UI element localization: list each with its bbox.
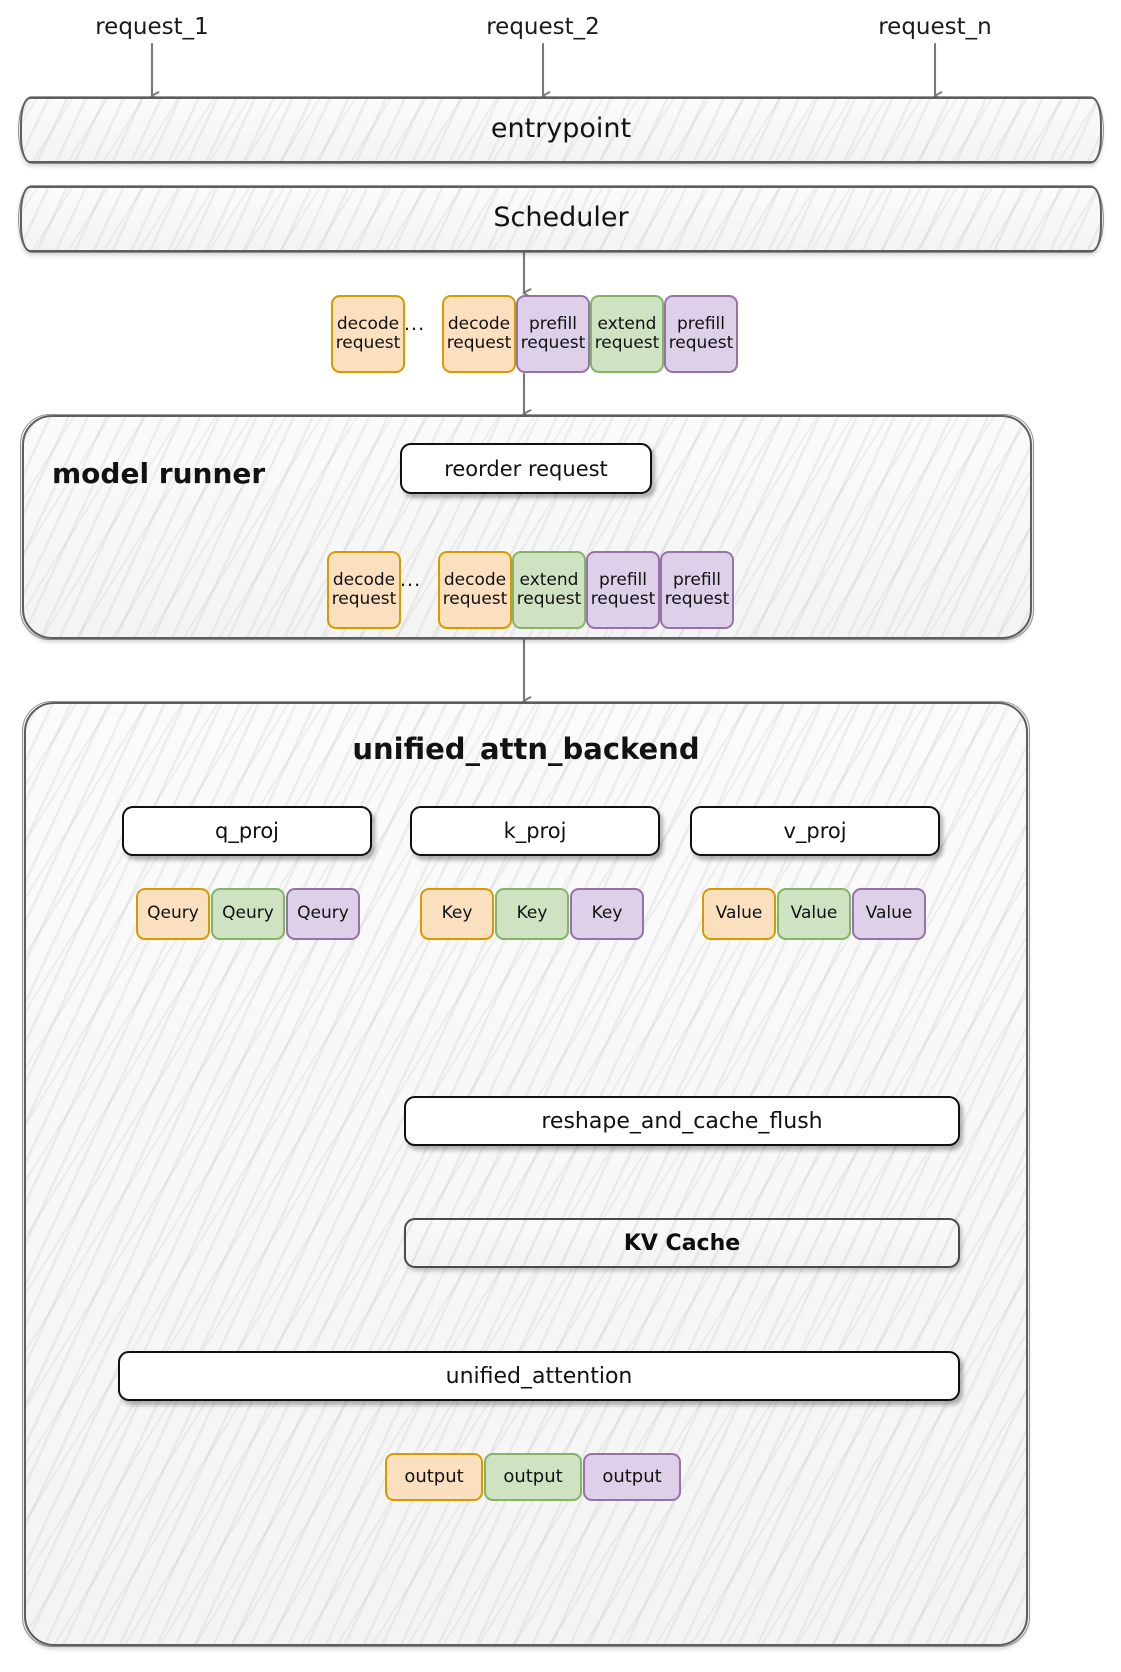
- chip-line-1: decode: [336, 313, 400, 334]
- value-chip-purple[interactable]: Value: [852, 888, 926, 940]
- scheduler-chip-prefill-1[interactable]: prefill request: [516, 295, 590, 373]
- entrypoint-container[interactable]: entrypoint: [18, 96, 1104, 164]
- scheduler-chip-extend-1[interactable]: extend request: [590, 295, 664, 373]
- chip-line-2: request: [520, 333, 586, 353]
- output-chip-orange[interactable]: output: [385, 1453, 483, 1501]
- chip-line-2: request: [516, 589, 582, 609]
- tensor-label: Value: [715, 903, 763, 924]
- input-label-request-2: request_2: [486, 14, 600, 40]
- input-label-request-1: request_1: [95, 14, 209, 40]
- scheduler-batch-ellipsis: ...: [404, 313, 426, 335]
- chip-line-1: decode: [447, 313, 511, 334]
- chip-line-2: request: [590, 589, 656, 609]
- chip-line-1: prefill: [528, 313, 578, 334]
- reordered-chip-prefill-1[interactable]: prefill request: [586, 551, 660, 629]
- chip-line-1: decode: [332, 569, 396, 590]
- output-chip-green[interactable]: output: [484, 1453, 582, 1501]
- tensor-label: Value: [790, 903, 838, 924]
- tensor-label: Key: [591, 903, 623, 924]
- reshape-and-cache-flush-label: reshape_and_cache_flush: [541, 1108, 823, 1134]
- reordered-chip-decode-2[interactable]: decode request: [438, 551, 512, 629]
- unified-attention-label: unified_attention: [445, 1363, 633, 1389]
- q-proj-label: q_proj: [214, 819, 279, 843]
- value-chip-orange[interactable]: Value: [702, 888, 776, 940]
- scheduler-chip-decode-1[interactable]: decode request: [331, 295, 405, 373]
- input-label-request-n: request_n: [878, 14, 992, 40]
- reorder-request-box[interactable]: reorder request: [400, 443, 652, 494]
- tensor-label: Qeury: [297, 903, 349, 924]
- tensor-label: Qeury: [222, 903, 274, 924]
- kv-cache-label: KV Cache: [623, 1230, 741, 1256]
- tensor-label: Value: [865, 903, 913, 924]
- chip-line-1: extend: [597, 313, 657, 334]
- chip-line-2: request: [668, 333, 734, 353]
- scheduler-chip-decode-2[interactable]: decode request: [442, 295, 516, 373]
- chip-line-2: request: [331, 589, 397, 609]
- value-chip-green[interactable]: Value: [777, 888, 851, 940]
- reordered-chip-extend-1[interactable]: extend request: [512, 551, 586, 629]
- unified-attn-backend-title: unified_attn_backend: [352, 732, 700, 766]
- chip-line-2: request: [442, 589, 508, 609]
- tensor-label: Key: [516, 903, 548, 924]
- key-chip-purple[interactable]: Key: [570, 888, 644, 940]
- tensor-label: Qeury: [147, 903, 199, 924]
- query-chip-green[interactable]: Qeury: [211, 888, 285, 940]
- output-label: output: [503, 1465, 563, 1487]
- chip-line-2: request: [446, 333, 512, 353]
- tensor-label: Key: [441, 903, 473, 924]
- output-chip-purple[interactable]: output: [583, 1453, 681, 1501]
- kv-cache-box[interactable]: KV Cache: [404, 1218, 960, 1268]
- chip-line-1: prefill: [676, 313, 726, 334]
- chip-line-1: decode: [443, 569, 507, 590]
- scheduler-title: Scheduler: [493, 202, 629, 233]
- output-label: output: [602, 1465, 662, 1487]
- chip-line-2: request: [594, 333, 660, 353]
- key-chip-green[interactable]: Key: [495, 888, 569, 940]
- reordered-chip-prefill-2[interactable]: prefill request: [660, 551, 734, 629]
- reordered-batch-ellipsis: ...: [400, 569, 422, 591]
- k-proj-box[interactable]: k_proj: [410, 806, 660, 856]
- q-proj-box[interactable]: q_proj: [122, 806, 372, 856]
- chip-line-2: request: [335, 333, 401, 353]
- key-chip-orange[interactable]: Key: [420, 888, 494, 940]
- query-chip-purple[interactable]: Qeury: [286, 888, 360, 940]
- scheduler-container[interactable]: Scheduler: [18, 185, 1104, 253]
- unified-attention-box[interactable]: unified_attention: [118, 1351, 960, 1401]
- v-proj-box[interactable]: v_proj: [690, 806, 940, 856]
- chip-line-1: prefill: [672, 569, 722, 590]
- query-chip-orange[interactable]: Qeury: [136, 888, 210, 940]
- reshape-and-cache-flush-box[interactable]: reshape_and_cache_flush: [404, 1096, 960, 1146]
- model-runner-title: model runner: [52, 457, 266, 490]
- output-label: output: [404, 1465, 464, 1487]
- scheduler-chip-prefill-2[interactable]: prefill request: [664, 295, 738, 373]
- chip-line-1: prefill: [598, 569, 648, 590]
- chip-line-1: extend: [519, 569, 579, 590]
- chip-line-2: request: [664, 589, 730, 609]
- v-proj-label: v_proj: [783, 819, 847, 843]
- k-proj-label: k_proj: [503, 819, 567, 843]
- reorder-request-label: reorder request: [444, 456, 608, 481]
- reordered-chip-decode-1[interactable]: decode request: [327, 551, 401, 629]
- entrypoint-title: entrypoint: [490, 113, 632, 144]
